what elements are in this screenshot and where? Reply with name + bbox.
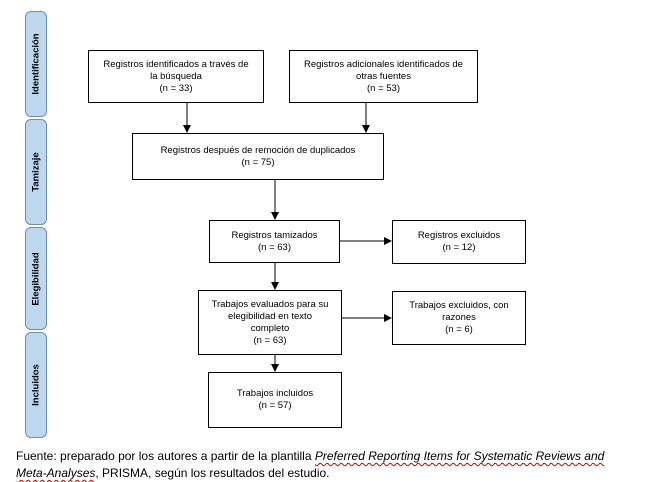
caption-italic-title: Preferred Reporting Items for Systematic… <box>314 449 605 463</box>
phase-identificacion: Identificación <box>25 11 47 117</box>
box-adicionales-count: (n = 53) <box>366 82 400 94</box>
box-registros-excluidos: Registros excluidos (n = 12) <box>392 220 526 264</box>
box-tamizados-line1: Registros tamizados <box>231 229 318 241</box>
figure-caption: Fuente: preparado por los autores a part… <box>16 448 666 482</box>
box-tamizados-count: (n = 63) <box>257 241 291 253</box>
phase-tamizaje: Tamizaje <box>25 119 47 225</box>
box-trabajos-incluidos: Trabajos incluidos (n = 57) <box>208 372 342 428</box>
box-identificados-line2: la búsqueda <box>150 70 202 82</box>
phase-incluidos: Incluidos <box>25 332 47 438</box>
box-evaluados-line2: elegibilidad en texto <box>228 310 312 322</box>
box-registros-tamizados: Registros tamizados (n = 63) <box>209 220 340 263</box>
box-excluidos-razones-line1: Trabajos excluidos, con <box>409 300 509 311</box>
phase-elegibilidad: Elegibilidad <box>25 227 47 330</box>
flow-arrows <box>183 103 392 372</box>
box-excluidos-razones-line2: razones <box>442 312 476 323</box>
box-identificados-line1: Registros identificados a través de <box>103 58 249 70</box>
box-duplicados-count: (n = 75) <box>241 156 275 168</box>
box-trabajos-excluidos-razones: Trabajos excluidos, con razones (n = 6) <box>392 291 526 345</box>
box-incluidos-count: (n = 57) <box>258 400 292 411</box>
box-evaluados-line1: Trabajos evaluados para su <box>211 298 329 310</box>
box-evaluados-line3: completo <box>250 322 290 334</box>
prisma-flow-diagram: Identificación Tamizaje Elegibilidad Inc… <box>25 11 526 438</box>
box-excluidos-count: (n = 12) <box>442 242 476 253</box>
box-duplicados-line1: Registros después de remoción de duplica… <box>160 144 356 156</box>
box-registros-identificados: Registros identificados a través de la b… <box>88 50 264 103</box>
caption-suffix: , PRISMA, según los resultados del estud… <box>95 466 330 480</box>
box-excluidos-razones-count: (n = 6) <box>445 324 473 335</box>
caption-prefix: Fuente: preparado por los autores a part… <box>16 449 315 463</box>
caption-italic-title-end: Meta-Analyses <box>16 466 96 480</box>
box-evaluados-count: (n = 63) <box>253 334 287 346</box>
box-excluidos-line1: Registros excluidos <box>417 230 501 241</box>
box-identificados-count: (n = 33) <box>159 82 193 94</box>
box-trabajos-evaluados: Trabajos evaluados para su elegibilidad … <box>198 290 342 355</box>
box-adicionales-line2: otras fuentes <box>356 70 411 82</box>
box-adicionales-line1: Registros adicionales identificados de <box>304 58 463 70</box>
box-registros-adicionales: Registros adicionales identificados de o… <box>289 50 478 103</box>
box-registros-duplicados: Registros después de remoción de duplica… <box>132 133 384 180</box>
box-incluidos-line1: Trabajos incluidos <box>236 388 314 399</box>
